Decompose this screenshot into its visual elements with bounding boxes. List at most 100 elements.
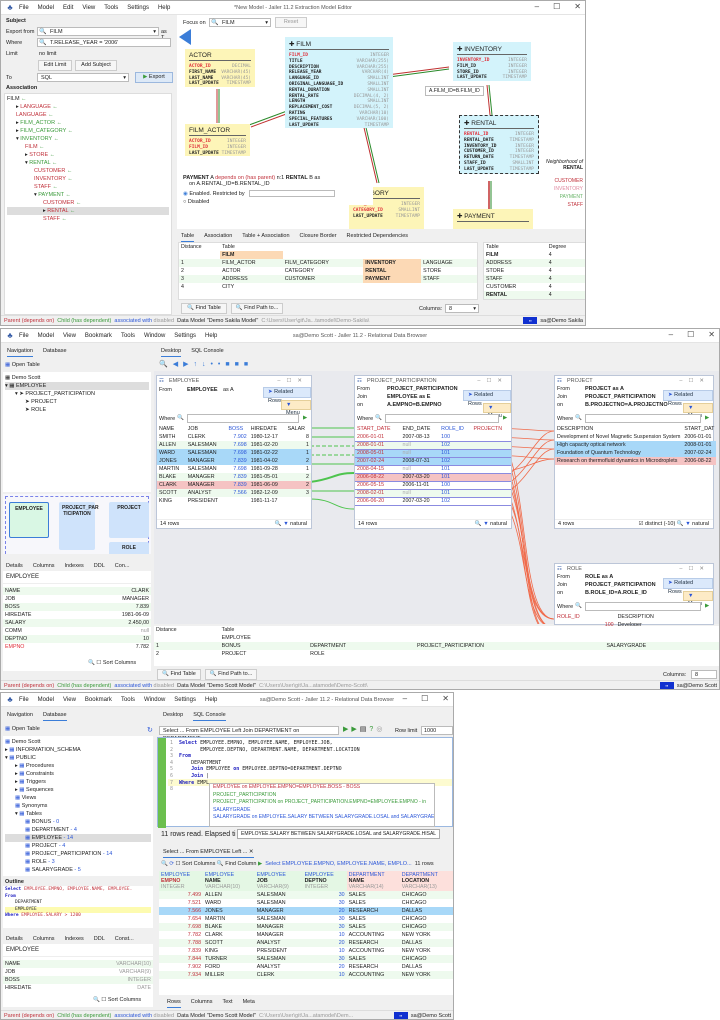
tree-item[interactable]: ▸ ▦ Procedures	[5, 762, 151, 770]
where-input[interactable]	[385, 414, 499, 423]
association-tree[interactable]: FILM ←▸ LANGUAGE ← LANGUAGE ←▸ FILM_ACTO…	[4, 93, 172, 315]
run-icon[interactable]: ▶	[705, 415, 710, 421]
tree-item[interactable]: ▦ Synonyms	[5, 802, 151, 810]
tree-item[interactable]: ▸ ▦ INFORMATION_SCHEMA	[5, 746, 151, 754]
table-row[interactable]: FILM	[179, 251, 477, 259]
columns-select[interactable]: 8▾	[445, 304, 479, 313]
tab-columns[interactable]: Columns	[190, 999, 213, 1005]
column-header[interactable]: DESCRIPTION	[617, 614, 654, 620]
result-tab[interactable]: Select ... From EMPLOYEE Left ... ✕	[163, 849, 254, 858]
inner-window-controls[interactable]: –☐✕	[679, 378, 710, 384]
where-input[interactable]: 🔍T.RELEASE_YEAR = '2006'	[37, 38, 171, 47]
tab-sql-console[interactable]: SQL Console	[193, 712, 226, 721]
neighbor-item[interactable]: STAFF	[567, 202, 583, 208]
table-row[interactable]: Development of Novel Magnetic Suspension…	[557, 434, 712, 440]
menu-button[interactable]: ▼ Menu	[281, 400, 311, 416]
expand-icon[interactable]: ▾	[34, 192, 39, 198]
tab-database[interactable]: Database	[43, 712, 67, 721]
tree-item[interactable]: ▦ Demo Scott	[5, 738, 151, 746]
menu-edit[interactable]: Edit	[63, 4, 74, 11]
menu-model[interactable]: Model	[37, 4, 55, 11]
inner-window-controls[interactable]: –☐✕	[679, 566, 710, 572]
menu-file[interactable]: File	[19, 332, 29, 339]
tree-item[interactable]: ▾ ➤ PROJECT_PARTICIPATION	[15, 391, 95, 397]
menu-model[interactable]: Model	[37, 696, 55, 703]
menu-bookmark[interactable]: Bookmark	[84, 332, 112, 339]
column-header[interactable]: Table	[222, 244, 235, 250]
column-header[interactable]: Distance	[181, 244, 202, 250]
tree-item[interactable]: ▦ ROLE - 3	[5, 858, 151, 866]
tree-item[interactable]: ▦ BONUS - 0	[5, 818, 151, 826]
tree-item[interactable]: STAFF ←	[7, 215, 169, 223]
neighbor-item[interactable]: CUSTOMER	[554, 178, 583, 184]
neighbor-item[interactable]: INVENTORY	[554, 186, 583, 192]
expand-icon[interactable]: ▸	[15, 763, 20, 769]
inner-window-controls[interactable]: –☐✕	[277, 378, 308, 384]
column-header[interactable]: Distance	[156, 627, 177, 633]
tab-rows[interactable]: Rows	[167, 999, 181, 1008]
column-header[interactable]: END_DATE	[402, 426, 431, 432]
column-header[interactable]: Table	[221, 627, 235, 633]
tree-item[interactable]: ▾ ▦ Tables	[5, 810, 151, 818]
sql-line[interactable]: 2 EMPLOYEE.DEPTNO, DEPARTMENT.NAME, DEPA…	[170, 746, 360, 753]
menu-help[interactable]: Help	[204, 696, 218, 703]
back-arrow-icon[interactable]	[179, 29, 191, 45]
menu-file[interactable]: File	[19, 4, 29, 11]
where-input[interactable]	[585, 414, 701, 423]
run-all-icon[interactable]: ▶	[351, 726, 360, 733]
column-header[interactable]: NAME	[159, 426, 175, 432]
tree-item[interactable]: ▦ PROJECT_PARTICIPATION - 14	[5, 850, 151, 858]
sort-columns-checkbox[interactable]: Sort Columns	[182, 861, 216, 867]
where-input[interactable]	[187, 414, 299, 423]
menu-tools[interactable]: Tools	[104, 4, 119, 11]
mini-graph-node[interactable]: PROJECT	[109, 502, 149, 538]
menu-bookmark[interactable]: Bookmark	[84, 696, 112, 703]
tree-item[interactable]: LANGUAGE ←	[7, 111, 169, 119]
tab-con-[interactable]: Con...	[114, 563, 130, 569]
sql-line[interactable]: 5 Join EMPLOYEE on EMPLOYEE.DEPTNO=DEPAR…	[170, 766, 342, 773]
column-header[interactable]: ROLE_ID	[441, 426, 464, 432]
maximize-icon[interactable]: ☐	[687, 330, 695, 339]
sql-line[interactable]: 8	[170, 786, 180, 793]
column-header[interactable]: START_DATE	[357, 426, 391, 432]
tab-desktop[interactable]: Desktop	[163, 712, 184, 718]
column-header[interactable]: DESCRIPTION	[557, 426, 594, 432]
minimize-icon[interactable]: –	[402, 694, 408, 703]
minimize-icon[interactable]: –	[534, 2, 540, 11]
tree-item[interactable]: STAFF ←	[7, 183, 169, 191]
tree-item[interactable]: ▦ Views	[5, 794, 151, 802]
menu-view[interactable]: View	[63, 696, 76, 703]
tree-item[interactable]: ▦ EMPLOYEE - 14	[5, 834, 151, 842]
export-from-select[interactable]: 🔍FILM▾	[37, 27, 159, 36]
outline-panel[interactable]: Select EMPLOYEE.EMPNO, EMPLOYEE.NAME, EM…	[3, 886, 153, 928]
run-icon[interactable]: ▶	[343, 726, 352, 733]
tree-item[interactable]: ▦ SALARYGRADE - 5	[5, 866, 151, 874]
completion-item[interactable]: EMPLOYEE on EMPLOYEE.EMPNO=EMPLOYEE.BOSS…	[213, 784, 361, 790]
expand-icon[interactable]: ▸	[16, 104, 21, 110]
close-icon[interactable]: ✕	[442, 694, 449, 703]
completion-item[interactable]: SALARYGRADE	[213, 806, 251, 813]
tab-table[interactable]: Table	[181, 233, 195, 242]
tree-item[interactable]: ▾ ▦ PUBLIC	[5, 754, 151, 762]
